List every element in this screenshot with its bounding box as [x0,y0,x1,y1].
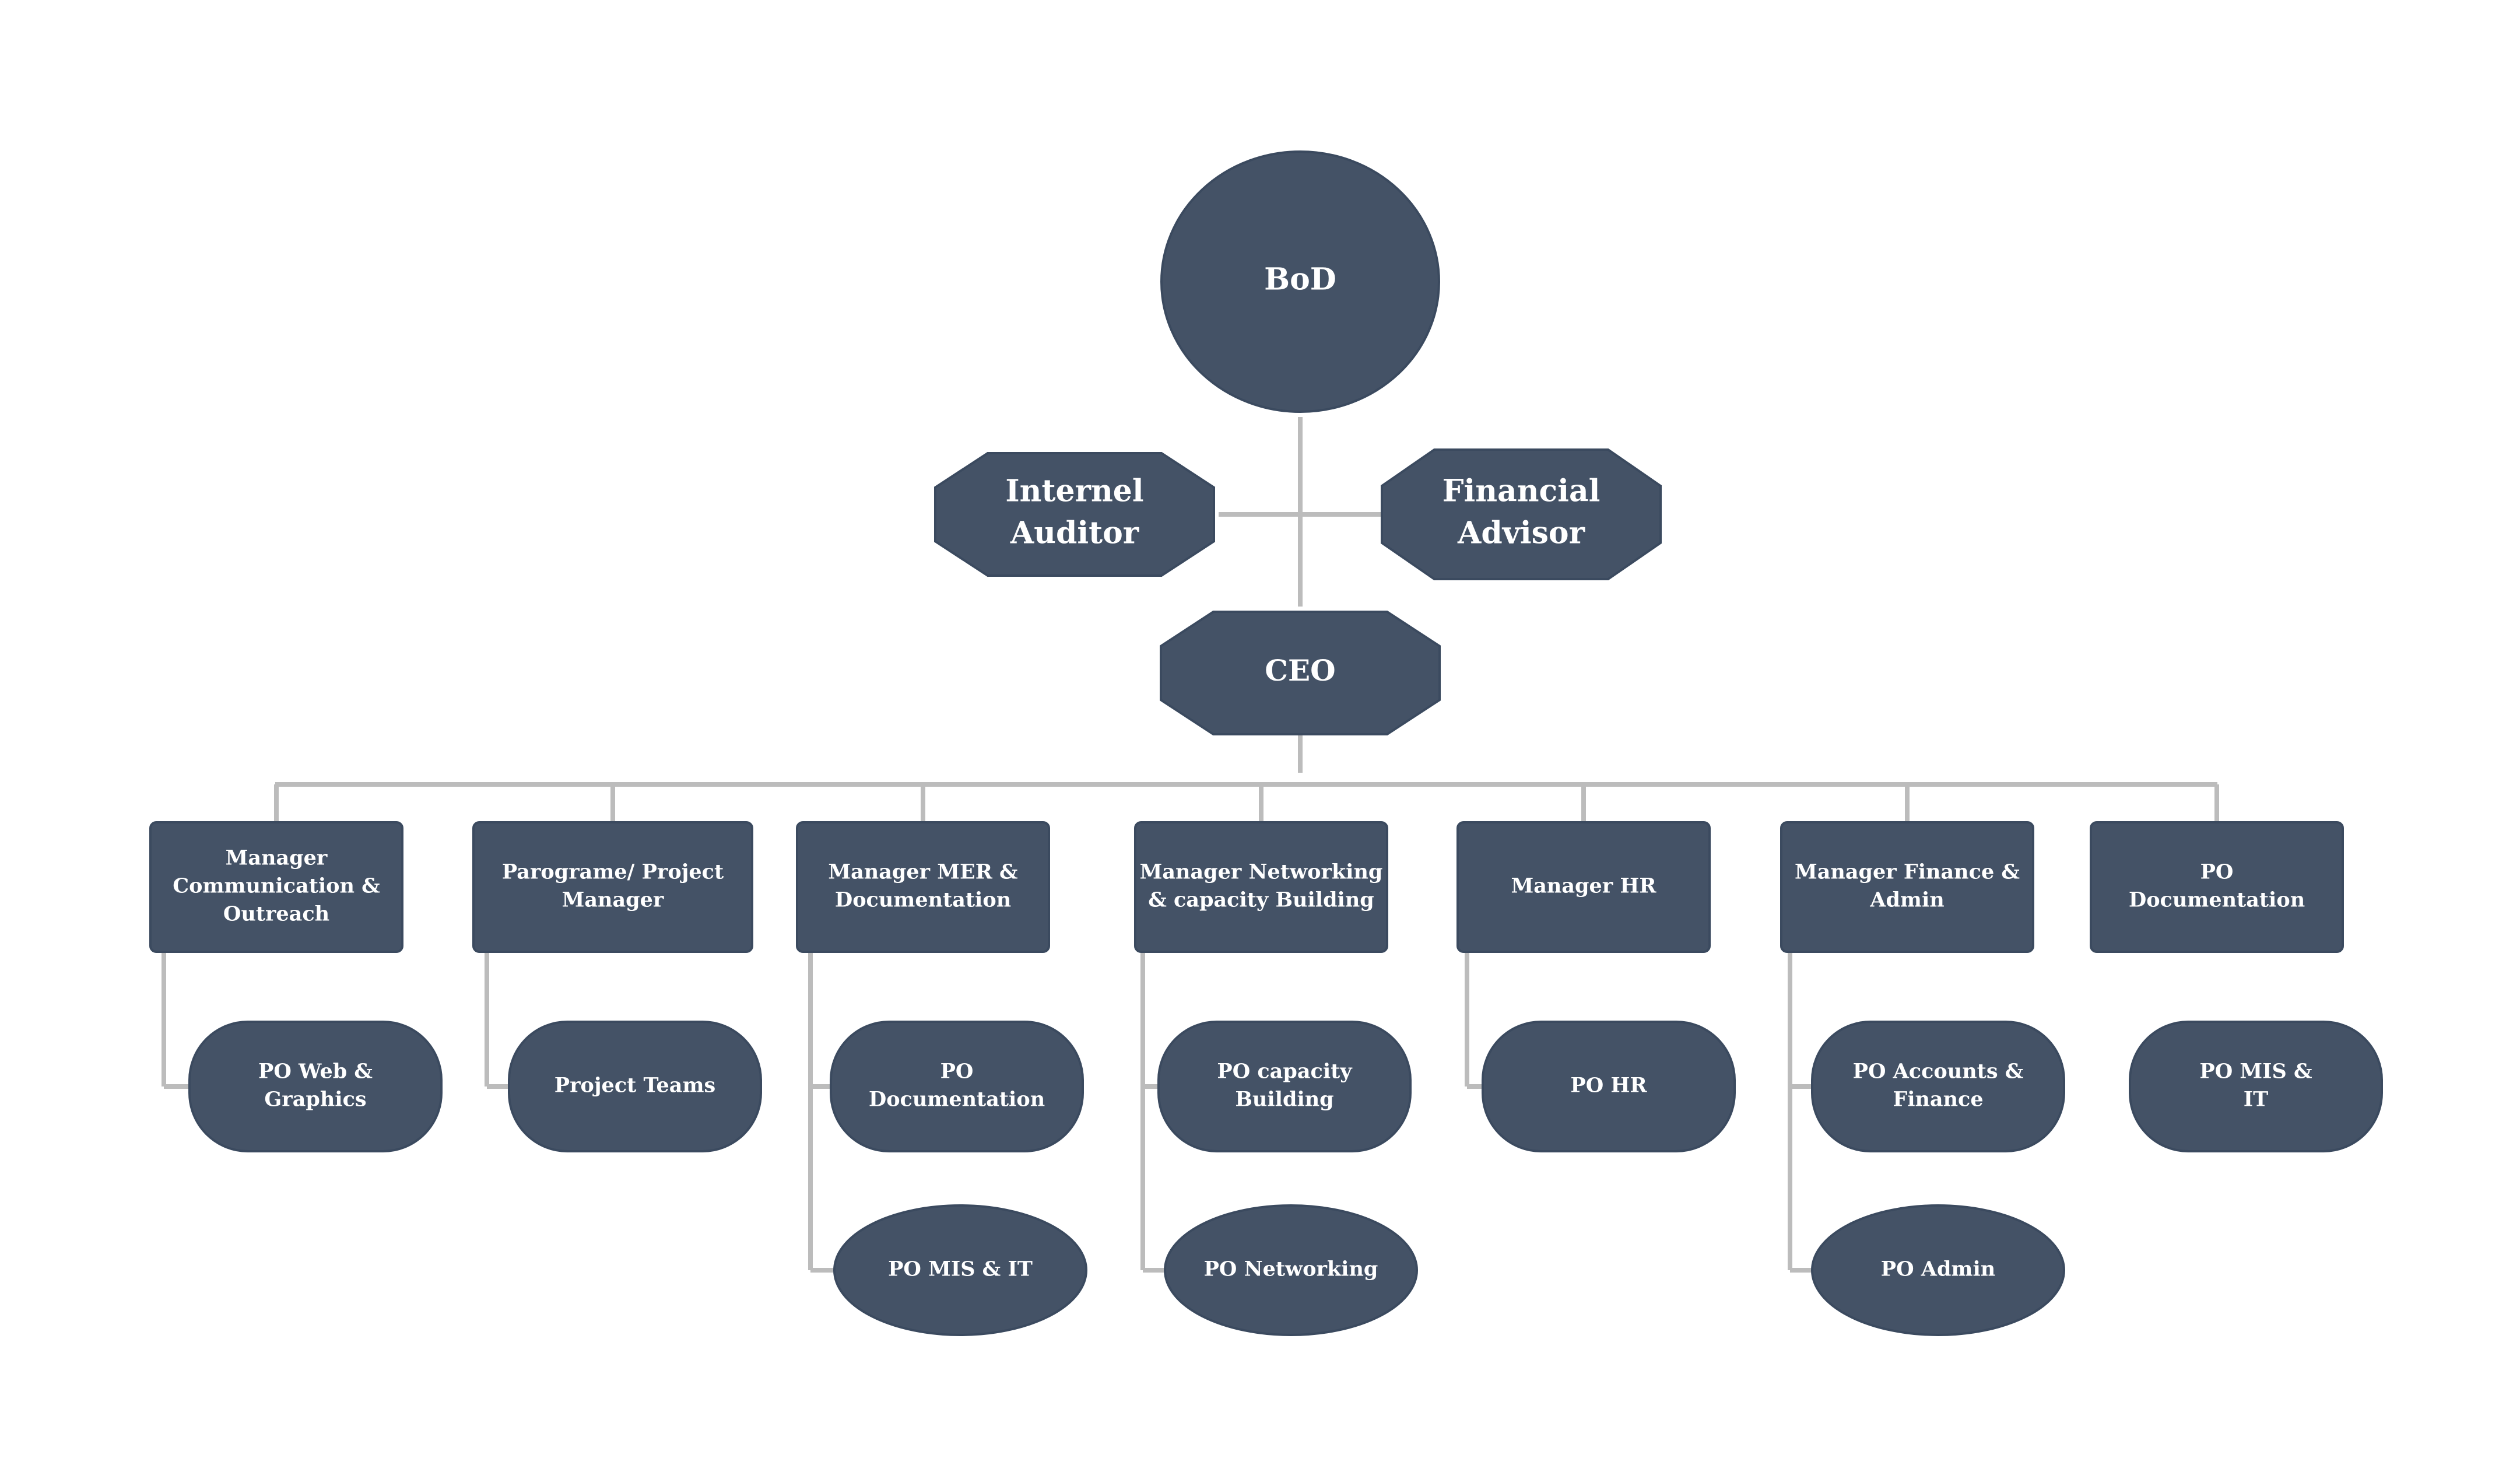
staff-node-3 [833,1204,1087,1336]
manager-node-6 [2090,821,2344,953]
staff-0-label: Graphics [264,1088,366,1112]
staff-1-label: Project Teams [554,1074,715,1098]
manager-0-label: Outreach [223,902,329,926]
manager-5-label: Manager Finance & [1795,860,2020,884]
staff-7-label: PO Accounts & [1853,1060,2024,1084]
staff-node-7 [1811,1021,2065,1152]
staff-2-label: PO [940,1060,974,1084]
manager-node-2 [796,821,1050,953]
manager-4-label: Manager HR [1511,874,1656,898]
manager-0-label: Communication & [173,874,380,898]
ceo-node [1160,611,1441,735]
manager-6-label: Documentation [2129,888,2305,912]
staff-3-label: PO MIS & IT [888,1257,1033,1281]
staff-node-8 [1811,1204,2065,1336]
financial-advisor-label: Advisor [1457,516,1585,551]
staff-5-label: PO Networking [1204,1257,1378,1281]
manager-2-label: Manager MER & [828,860,1017,884]
manager-node-3 [1134,821,1388,953]
connector-layer [162,417,2219,1273]
staff-9-label: IT [2244,1088,2268,1112]
manager-5-label: Admin [1869,888,1944,912]
manager-node-1 [472,821,753,953]
financial-advisor-node [1381,448,1662,580]
staff-node-0 [188,1021,443,1152]
staff-node-9 [2129,1021,2383,1152]
bod-label: BoD [1264,262,1336,297]
manager-0-label: Manager [226,846,328,870]
manager-3-label: Manager Networking [1140,860,1383,884]
ceo-label: CEO [1265,653,1335,688]
manager-node-0 [149,821,403,953]
staff-node-6 [1482,1021,1736,1152]
manager-1-label: Parograme/ Project [502,860,724,884]
bod-node [1160,150,1440,413]
staff-2-label: Documentation [869,1088,1045,1112]
staff-9-label: PO MIS & [2199,1060,2312,1084]
staff-node-1 [508,1021,762,1152]
staff-4-label: Building [1235,1088,1333,1112]
staff-node-5 [1164,1204,1418,1336]
internal-auditor-label: Auditor [1010,516,1139,551]
internal-auditor-node [934,452,1215,577]
manager-6-label: PO [2200,860,2234,884]
staff-8-label: PO Admin [1881,1257,1995,1281]
staff-7-label: Finance [1893,1088,1983,1112]
manager-node-5 [1780,821,2034,953]
financial-advisor-label: Financial [1442,474,1601,509]
manager-2-label: Documentation [835,888,1011,912]
manager-3-label: & capacity Building [1148,888,1374,912]
staff-node-4 [1157,1021,1412,1152]
staff-0-label: PO Web & [258,1060,373,1084]
staff-6-label: PO HR [1570,1074,1647,1098]
manager-1-label: Manager [562,888,664,912]
manager-node-4 [1456,821,1711,953]
staff-node-2 [830,1021,1084,1152]
staff-4-label: PO capacity [1217,1060,1353,1084]
internal-auditor-label: Internel [1005,474,1143,509]
